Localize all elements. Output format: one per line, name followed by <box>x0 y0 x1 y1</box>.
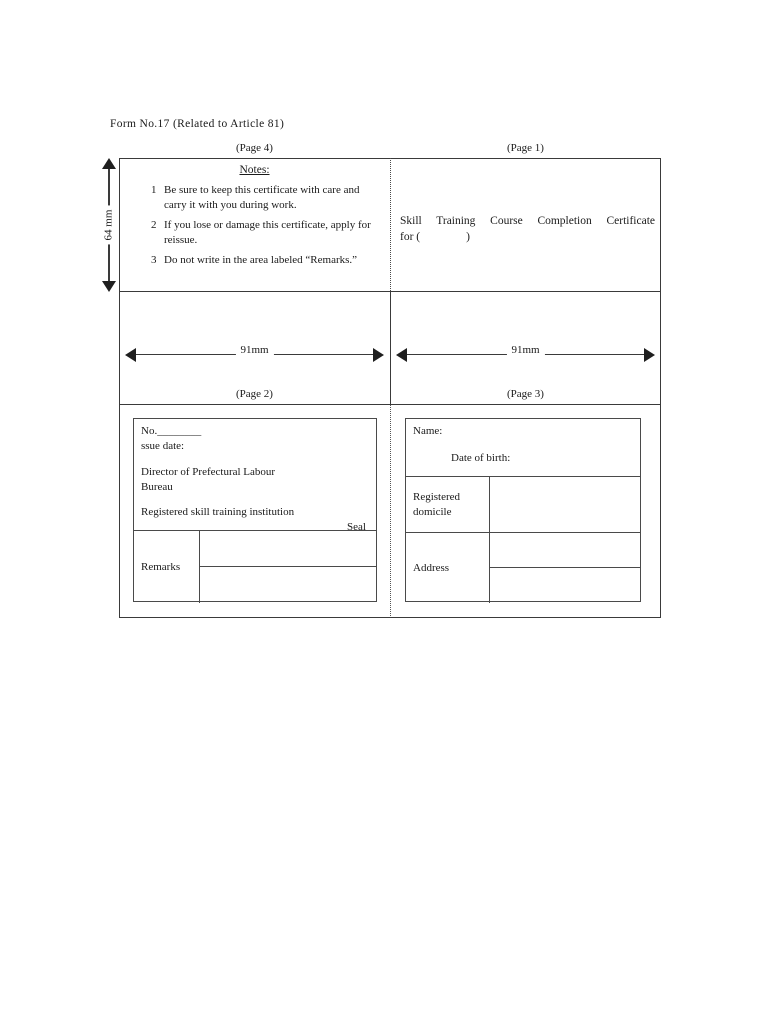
caption-page-1: (Page 1) <box>507 142 544 154</box>
width-dimension-row: 91mm 91mm <box>119 345 661 362</box>
arrow-right-icon <box>644 348 655 362</box>
remarks-label: Remarks <box>134 531 200 603</box>
height-dimension-label: 64 mm <box>102 205 116 245</box>
bottom-caption-row: (Page 2) (Page 3) <box>119 385 661 400</box>
page-2-issuer-cell: No.________ ssue date: Director of Prefe… <box>134 419 376 533</box>
certificate-title-block: Skill Training Course Completion Certifi… <box>400 214 655 245</box>
notes-block: Notes: 1 Be sure to keep this certificat… <box>119 164 390 274</box>
panel-page-4: Notes: 1 Be sure to keep this certificat… <box>119 158 390 291</box>
director-line-1: Director of Prefectural Labour <box>141 465 276 478</box>
band-pages-4-and-1: Notes: 1 Be sure to keep this certificat… <box>119 158 661 292</box>
width-dimension-left: 91mm <box>125 345 384 362</box>
note-number: 3 <box>151 254 157 267</box>
note-text: Do not write in the area labeled “Remark… <box>164 254 358 267</box>
notes-title: Notes: <box>239 164 270 176</box>
arrow-up-icon <box>102 158 116 169</box>
arrow-down-icon <box>102 281 116 292</box>
domicile-label-line-2: domicile <box>413 505 452 518</box>
note-number: 2 <box>151 219 157 232</box>
width-dimension-label: 91mm <box>235 345 274 356</box>
address-label: Address <box>406 533 490 603</box>
director-line-2: Bureau <box>141 480 173 493</box>
name-field[interactable]: Name: <box>413 425 443 437</box>
note-text: Be sure to keep this certificate with ca… <box>164 184 360 211</box>
certificate-layout-diagram: (Page 4) (Page 1) Notes: 1 Be sure to ke… <box>119 142 661 618</box>
address-value-group <box>490 533 640 603</box>
fold-line-bottom <box>390 405 391 616</box>
page-3-identity-cell: Name: Date of birth: <box>406 419 640 477</box>
band-pages-2-and-3: No.________ ssue date: Director of Prefe… <box>119 405 661 616</box>
note-item: 3 Do not write in the area labeled “Rema… <box>119 253 390 268</box>
certificate-title-for-field: for ( ) <box>400 230 470 243</box>
caption-page-4: (Page 4) <box>236 142 273 154</box>
institution-label: Registered skill training institution <box>141 506 295 519</box>
page-2-form-card: No.________ ssue date: Director of Prefe… <box>133 418 377 603</box>
spacer <box>141 494 368 505</box>
caption-page-3: (Page 3) <box>507 388 544 400</box>
certificate-number-field[interactable]: No.________ <box>141 425 202 437</box>
address-value-row-1[interactable] <box>490 533 640 568</box>
spacer <box>141 454 368 465</box>
height-dimension: 64 mm <box>101 158 117 292</box>
date-of-birth-field[interactable]: Date of birth: <box>451 451 511 464</box>
caption-page-2: (Page 2) <box>236 388 273 400</box>
panel-page-1: Skill Training Course Completion Certifi… <box>390 158 661 291</box>
note-item: 1 Be sure to keep this certificate with … <box>119 183 390 212</box>
width-dimension-label: 91mm <box>506 345 545 356</box>
fold-line-top <box>390 158 391 291</box>
form-number-label: Form No.17 (Related to Article 81) <box>110 118 285 130</box>
address-label-text: Address <box>413 561 450 574</box>
band-dimensions: 91mm 91mm (Page 2) (Page 3) <box>119 292 661 405</box>
top-caption-row: (Page 4) (Page 1) <box>119 142 661 158</box>
note-text: If you lose or damage this certificate, … <box>164 219 371 246</box>
note-number: 1 <box>151 184 157 196</box>
arrow-left-icon <box>125 348 136 362</box>
remarks-value-row-1[interactable] <box>200 531 376 567</box>
note-item: 2 If you lose or damage this certificate… <box>119 218 390 247</box>
seal-label: Seal <box>347 521 366 534</box>
registered-domicile-label: Registered domicile <box>406 477 490 533</box>
remarks-value-row-2[interactable] <box>200 567 376 603</box>
registered-domicile-value[interactable] <box>490 477 640 533</box>
issue-date-field[interactable]: ssue date: <box>141 439 185 452</box>
remarks-value-group <box>200 531 376 603</box>
arrow-right-icon <box>373 348 384 362</box>
registered-domicile-label-text: Registered domicile <box>413 490 460 520</box>
certificate-title: Skill Training Course Completion Certifi… <box>400 215 655 227</box>
fold-line-middle <box>390 292 391 404</box>
remarks-label-text: Remarks <box>141 560 181 573</box>
address-value-row-2[interactable] <box>490 568 640 603</box>
page-3-form-card: Name: Date of birth: Registered domicile… <box>405 418 641 603</box>
arrow-left-icon <box>396 348 407 362</box>
width-dimension-right: 91mm <box>396 345 655 362</box>
domicile-label-line-1: Registered <box>413 490 461 503</box>
